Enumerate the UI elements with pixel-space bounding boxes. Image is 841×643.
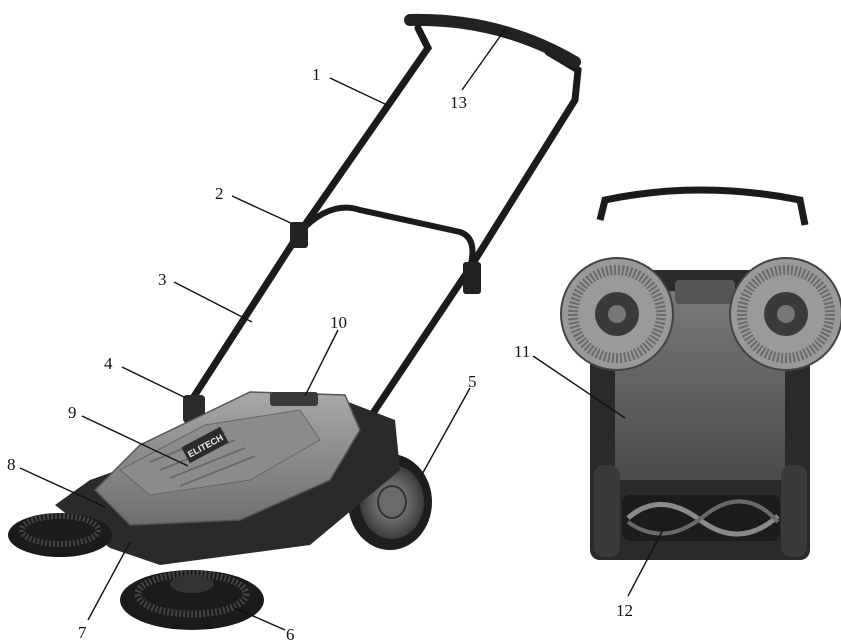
leader-2 <box>231 195 294 225</box>
callout-4: 4 <box>104 354 113 373</box>
callout-numbers: 1 2 3 4 5 6 7 8 9 10 11 12 13 <box>7 65 633 643</box>
leader-6 <box>234 607 286 631</box>
callout-7: 7 <box>78 623 87 642</box>
leader-11 <box>532 355 626 419</box>
callout-8: 8 <box>7 455 16 474</box>
callout-10: 10 <box>330 313 347 332</box>
callout-11: 11 <box>514 342 530 361</box>
leader-13 <box>461 27 507 91</box>
leader-1 <box>329 77 388 106</box>
underside-side-brush-left <box>560 257 674 371</box>
side-brush-right <box>120 570 264 630</box>
callout-5: 5 <box>468 372 477 391</box>
leader-4 <box>121 366 187 399</box>
leader-7 <box>87 541 131 621</box>
leader-12 <box>627 525 666 597</box>
handle-clamp-right <box>463 262 481 294</box>
leader-3 <box>173 281 253 323</box>
callout-9: 9 <box>68 403 77 422</box>
callout-6: 6 <box>286 625 295 643</box>
callout-3: 3 <box>158 270 167 289</box>
leader-9 <box>81 415 189 467</box>
underside-grip <box>675 280 735 304</box>
underside-wheel-left <box>594 465 620 557</box>
hopper-grip <box>270 392 318 406</box>
callout-13: 13 <box>450 93 467 112</box>
callout-2: 2 <box>215 184 224 203</box>
hopper-lid <box>119 409 321 496</box>
underside-side-brush-right <box>729 257 841 371</box>
callout-1: 1 <box>312 65 321 84</box>
sweeper-underside-view <box>560 186 841 560</box>
leader-5 <box>419 387 471 479</box>
handle-clamp-left <box>290 222 308 248</box>
side-brush-left <box>8 513 112 557</box>
underside-wheel-right <box>781 465 807 557</box>
leader-10 <box>304 329 339 397</box>
callout-leaders <box>19 27 666 631</box>
sweeper-front-view: ELITECH <box>8 13 582 630</box>
main-roller-brush <box>622 495 780 541</box>
handle-frame <box>189 13 582 459</box>
leader-8 <box>19 467 106 508</box>
callout-12: 12 <box>616 601 633 620</box>
